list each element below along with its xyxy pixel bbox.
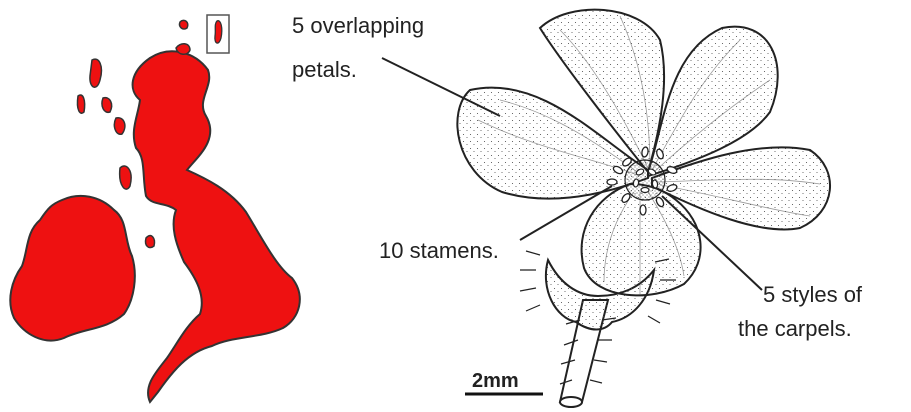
flower-center — [625, 160, 665, 200]
islay-shape — [120, 166, 131, 189]
petals-label-line2: petals. — [292, 57, 357, 83]
styles-label-line1: 5 styles of — [763, 282, 862, 308]
skye-shape — [114, 118, 124, 135]
anther — [640, 205, 646, 215]
styles-label-line2: the carpels. — [738, 316, 852, 342]
scale-bar-label: 2mm — [472, 368, 519, 394]
stamens-label: 10 stamens. — [379, 238, 499, 264]
outer-isle-shape — [77, 95, 84, 113]
anther — [607, 179, 617, 185]
stalk-cut-end — [560, 397, 582, 407]
ireland-shape — [10, 196, 135, 341]
style — [641, 188, 649, 193]
style — [652, 180, 658, 189]
petals-leader-line — [382, 58, 500, 116]
great-britain-shape — [133, 51, 300, 402]
orkney-shape — [176, 44, 190, 55]
hebrides-shape — [90, 59, 102, 87]
shetland-shape — [215, 21, 222, 43]
isle-of-man-shape — [146, 236, 155, 248]
style — [633, 179, 639, 188]
distribution-map — [10, 15, 299, 402]
inner-isle-shape — [102, 98, 112, 113]
north-isle-shape — [180, 20, 188, 29]
flower-illustration — [457, 10, 830, 407]
petals-label-line1: 5 overlapping — [292, 13, 424, 39]
